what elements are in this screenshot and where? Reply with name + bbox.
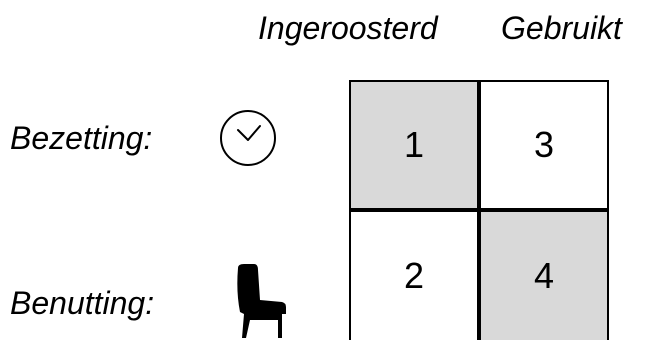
cell-1: 1 bbox=[349, 80, 479, 210]
matrix-grid: 1 3 2 4 bbox=[349, 80, 611, 342]
cell-2: 2 bbox=[349, 210, 479, 340]
column-header-used: Gebruikt bbox=[501, 10, 622, 46]
row-label-utilization: Benutting: bbox=[10, 285, 155, 321]
cell-3: 3 bbox=[479, 80, 609, 210]
row-label-occupancy: Bezetting: bbox=[10, 120, 153, 156]
column-header-scheduled: Ingeroosterd bbox=[258, 10, 438, 46]
chair-icon bbox=[237, 264, 286, 338]
clock-icon bbox=[220, 110, 276, 166]
cell-4: 4 bbox=[479, 210, 609, 340]
